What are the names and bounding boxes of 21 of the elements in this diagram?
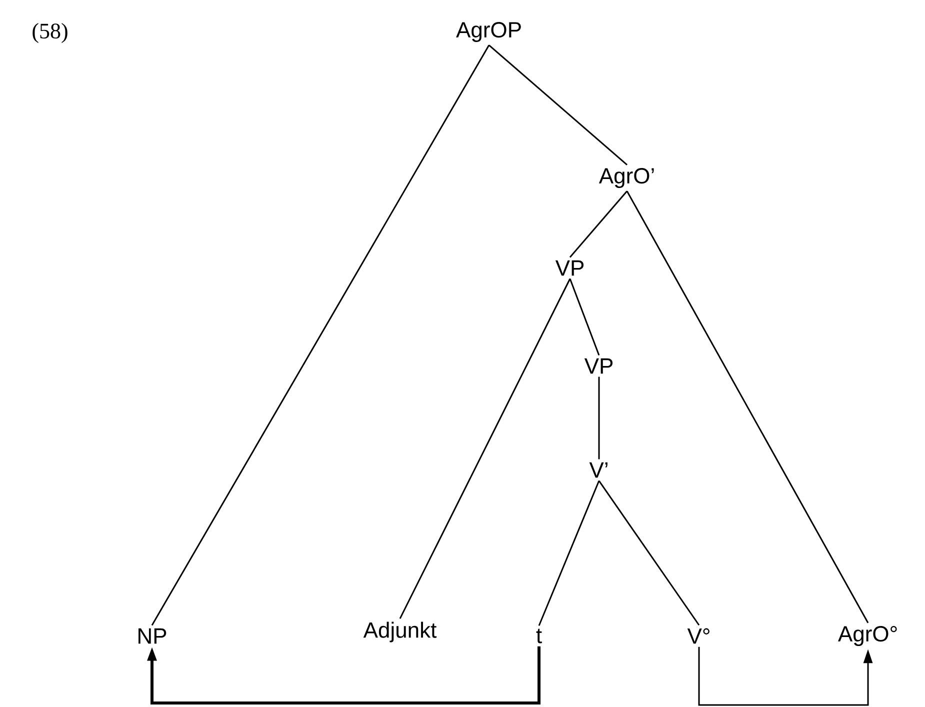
tree-branch	[488, 44, 628, 166]
tree-label: VP	[584, 358, 613, 374]
example-number: (58)	[32, 23, 68, 43]
tree-branch	[626, 190, 869, 624]
tree-label: VP	[555, 260, 584, 276]
tree-label: AgrOP	[456, 22, 521, 42]
tree-label: NP	[138, 628, 166, 644]
tree-branch	[399, 278, 571, 619]
tree-label: V°	[687, 628, 710, 644]
tree-label: V’	[589, 462, 608, 478]
tree-label: t	[536, 628, 542, 644]
tree-branch	[538, 480, 600, 626]
tree-branch	[598, 376, 600, 460]
tree-branch	[151, 44, 490, 626]
tree-branch	[569, 278, 600, 356]
tree-label: AgrO’	[598, 168, 654, 188]
tree-label: Adjunkt	[363, 622, 437, 642]
tree-branch	[598, 480, 700, 626]
tree-label: AgrO°	[838, 626, 897, 646]
tree-branch	[569, 190, 628, 258]
movement-arrow	[147, 646, 540, 704]
